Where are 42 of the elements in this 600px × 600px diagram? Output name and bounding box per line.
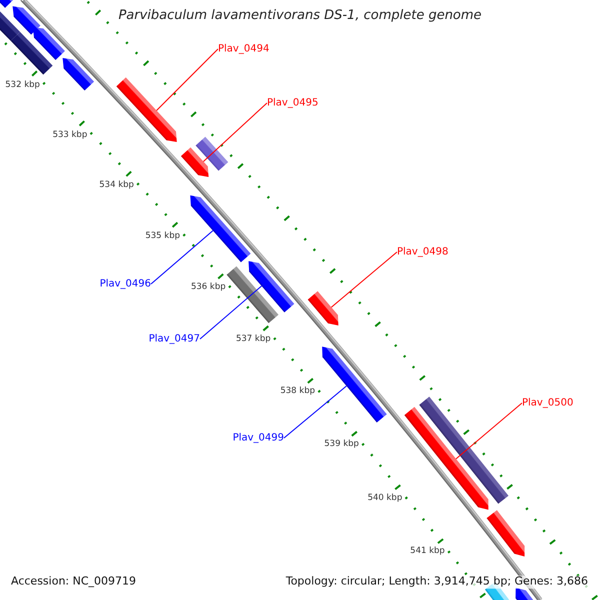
gene-block (180, 147, 209, 177)
gene-label: Plav_0495 (267, 97, 318, 109)
gene-block (486, 510, 525, 556)
scale-label: 534 kbp (99, 180, 134, 190)
scale-label: 536 kbp (190, 282, 226, 292)
gene-label: Plav_0497 (148, 333, 200, 345)
leader-line (284, 385, 347, 438)
scale-label: 535 kbp (145, 232, 180, 240)
gene-label: Plav_0500 (522, 397, 574, 409)
accession-text: Accession: NC_009719 (9, 576, 138, 588)
leader-line (200, 285, 262, 340)
gene-block (116, 77, 177, 142)
gene-block (322, 346, 387, 422)
gene-block (190, 195, 251, 262)
scale-label: 539 kbp (324, 440, 359, 448)
leader-line (156, 48, 218, 111)
feature-bar (0, 11, 20, 41)
gene-block (404, 406, 488, 510)
leader-line (202, 102, 268, 162)
scale-label: 540 kbp (368, 493, 402, 502)
feature-bar (419, 396, 508, 504)
scale-label: 537 kbp (236, 334, 271, 344)
gene-block (248, 261, 294, 312)
diagram-title: Parvibaculum lavamentivorans DS-1, complete genome (116, 9, 484, 24)
gene-block (0, 0, 14, 8)
gene-label: Plav_0499 (232, 432, 284, 444)
gene-block (62, 58, 94, 91)
scale-label: 532 kbp (5, 80, 40, 90)
gene-label: Plav_0496 (100, 278, 151, 290)
gene-block (12, 6, 40, 35)
gene-block (308, 291, 338, 326)
gene-label: Plav_0498 (397, 246, 448, 258)
leader-line (456, 402, 522, 460)
genome-stats-text: Topology: circular; Length: 3,914,745 bp; Genes: 3,686 (284, 576, 590, 588)
feature-bar (196, 136, 228, 171)
scale-label: 533 kbp (52, 130, 88, 139)
leader-line (330, 252, 398, 308)
leader-line (150, 230, 214, 284)
gene-block (32, 27, 65, 60)
feature-bar (226, 266, 279, 324)
scale-label: 541 kbp (410, 547, 445, 556)
gene-label: Plav_0494 (218, 43, 270, 55)
